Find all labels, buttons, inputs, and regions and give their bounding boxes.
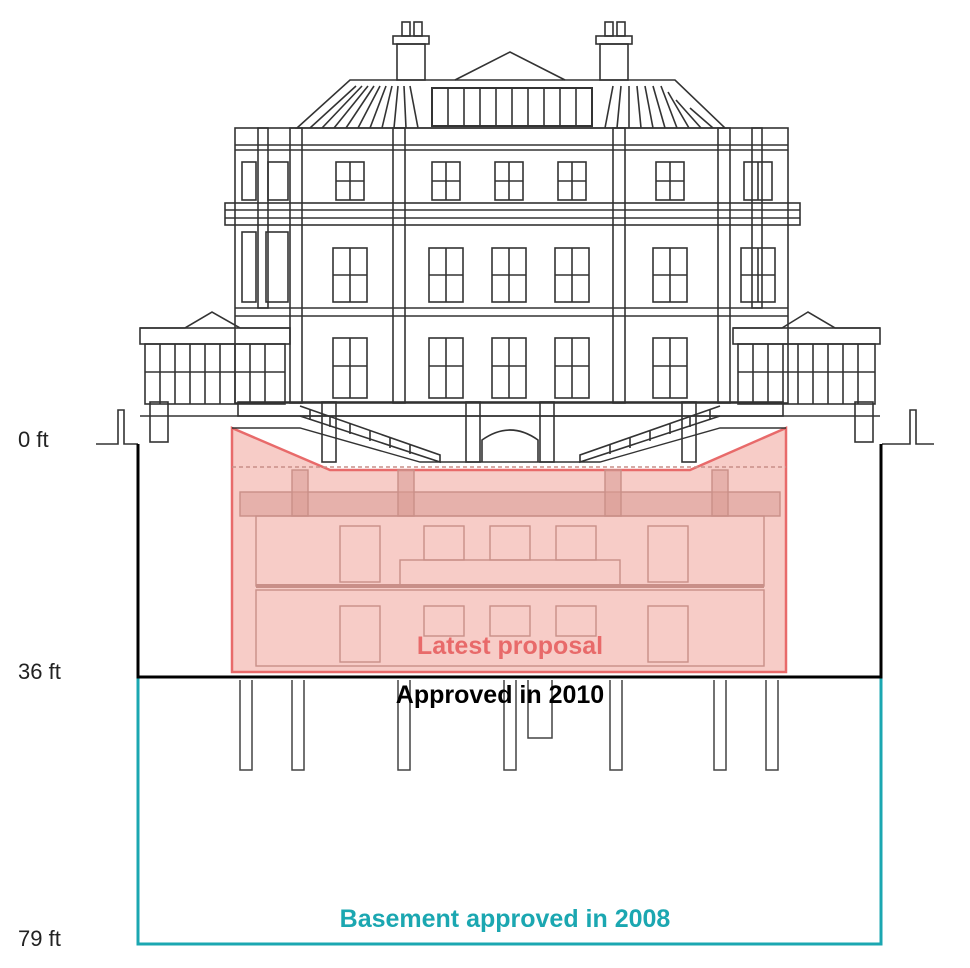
windows-top-floor [241,161,773,201]
ground-line [96,409,138,445]
roof [294,79,727,129]
pilasters [257,127,763,404]
depth-marker-79ft: 79 ft [18,926,61,951]
terrace-staircase [140,401,880,464]
ground-line-right [882,409,934,445]
cornice [224,202,801,226]
house-elevation [96,21,934,464]
conservatory-right [732,311,881,405]
depth-marker-36ft: 36 ft [18,659,61,684]
depth-marker-0ft: 0 ft [18,427,49,452]
windows-ground-floor [332,337,688,399]
chimney-right [595,21,633,81]
basement-2008-outline [136,444,883,946]
pediment [454,51,566,81]
latest-proposal-floorplan [232,466,786,667]
chimney-left [392,21,430,81]
main-facade [234,127,789,404]
latest-proposal-label: Latest proposal [416,632,604,660]
approved-2010-label: Approved in 2010 [395,681,605,709]
conservatory-left [139,311,291,405]
latest-proposal-zone [230,426,788,674]
foundation-piles [239,680,779,771]
basement-2010-outline [136,444,883,679]
grade-profile [232,427,786,463]
approved-2008-label: Basement approved in 2008 [339,905,671,933]
windows-middle-floor [241,231,776,303]
